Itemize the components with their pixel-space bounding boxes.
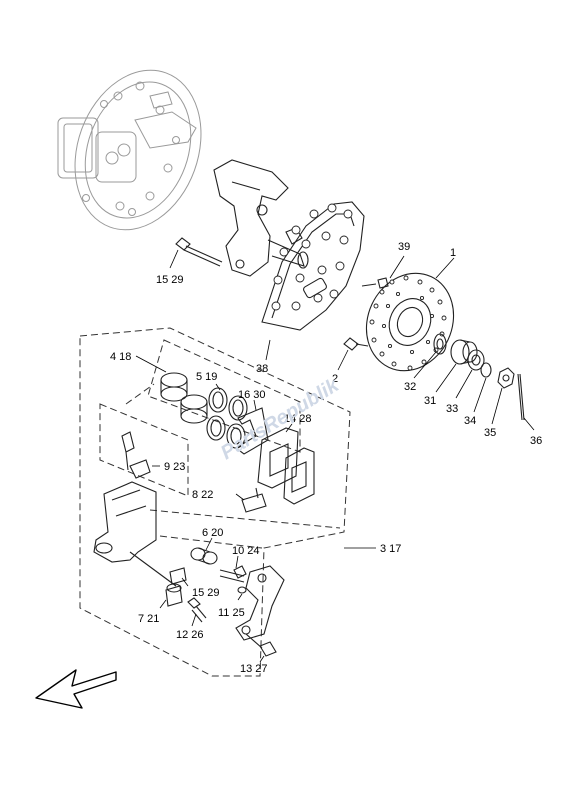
bleed-screw-9-icon [121, 431, 151, 479]
callout-35: 34 [464, 415, 476, 427]
caliper-piston-4 [160, 372, 208, 424]
watermark-text: PartsRepublik [217, 374, 343, 464]
callout-1: 1 [450, 247, 456, 259]
callout-12-26: 12 26 [176, 629, 204, 641]
caliper-body [93, 481, 177, 587]
caliper-bracket [235, 565, 285, 641]
callout-36: 35 [484, 427, 496, 439]
slide-sleeve-6 [190, 547, 218, 565]
callout-11-25: 11 25 [218, 607, 245, 619]
brake-pads-14 [257, 427, 315, 505]
callout-39: 39 [398, 241, 410, 253]
callout-37: 36 [530, 435, 542, 447]
callout-14-28: 14 28 [284, 413, 312, 425]
pad-spring-16 [235, 407, 269, 455]
callout-5-19: 5 19 [196, 371, 217, 383]
callout-32: 31 [424, 395, 436, 407]
bolt-31-icon [175, 237, 223, 267]
hub-washer-35 [480, 362, 492, 378]
hub-washer-33 [433, 333, 447, 355]
pad-pin-8-icon [241, 487, 267, 513]
brake-disc-1 [365, 272, 455, 372]
bolt-12-icon [187, 597, 207, 623]
callout-13-27: 13 27 [240, 663, 268, 675]
cotter-pin-37-icon [517, 373, 525, 421]
callout-2: 2 [332, 373, 338, 385]
hub-collar-32 [450, 339, 478, 365]
callout-15-29: 15 29 [192, 587, 220, 599]
hub-assembly-ghost-illustration [57, 69, 202, 231]
callout-33: 32 [404, 381, 416, 393]
hub-nut-36-icon [497, 367, 515, 389]
callout-3-17: 3 17 [380, 543, 401, 555]
hub-bearing-34 [467, 349, 485, 371]
boot-7-icon [165, 583, 183, 607]
bolt-39-icon [361, 277, 389, 289]
bolt-10-icon [219, 565, 247, 583]
callout-6-20: 6 20 [202, 527, 223, 539]
front-direction-arrow-icon [35, 669, 117, 709]
callout-34: 33 [446, 403, 458, 415]
callout-7-21: 7 21 [138, 613, 159, 625]
callout-38: 38 [256, 363, 268, 375]
bolt-2-icon [343, 337, 369, 351]
callout-10-24: 10 24 [232, 545, 260, 557]
caliper-assembly-outline [79, 327, 351, 677]
callout-16-30: 16 30 [238, 389, 266, 401]
callout-9-23: 9 23 [164, 461, 185, 473]
callout-4-18: 4 18 [110, 351, 131, 363]
callout-8-22: 8 22 [192, 489, 213, 501]
disc-guard-38 [261, 201, 365, 331]
callout-31: 15 29 [156, 274, 184, 286]
slide-pin-13 [245, 633, 277, 657]
pin-boot-15 [169, 567, 187, 585]
